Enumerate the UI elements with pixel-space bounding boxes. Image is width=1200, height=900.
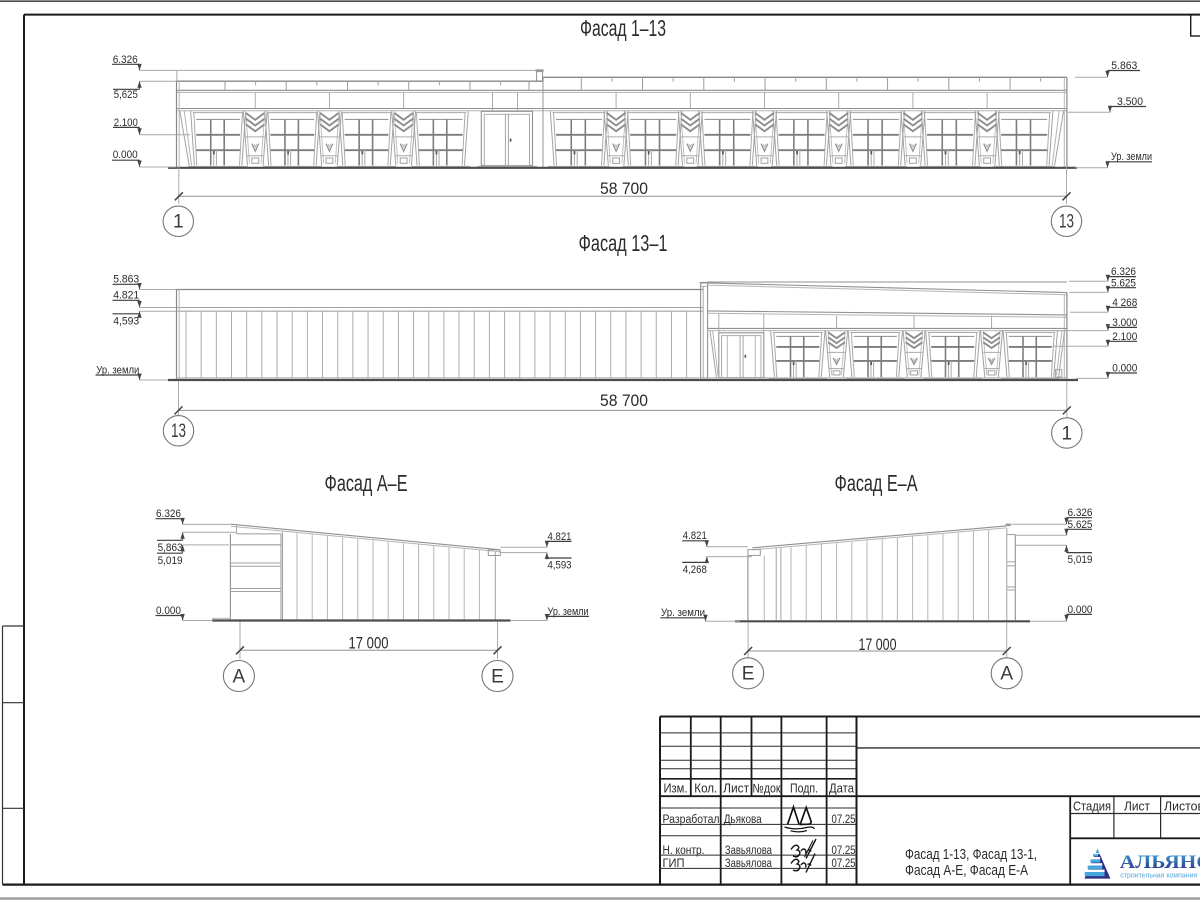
svg-text:Изм.: Изм. xyxy=(664,781,688,795)
svg-text:строительная компания: строительная компания xyxy=(1120,873,1197,880)
svg-text:6.326: 6.326 xyxy=(1111,266,1136,278)
svg-text:Ур. земли: Ур. земли xyxy=(548,606,589,618)
svg-text:07.25: 07.25 xyxy=(832,845,856,857)
svg-text:1: 1 xyxy=(173,212,184,233)
svg-text:0.000: 0.000 xyxy=(1112,363,1137,375)
svg-text:Дьякова: Дьякова xyxy=(724,814,763,826)
svg-text:4,268: 4,268 xyxy=(683,564,707,576)
svg-text:Лист: Лист xyxy=(723,781,749,795)
svg-text:17 000: 17 000 xyxy=(859,635,897,654)
svg-text:Фасад 13–1: Фасад 13–1 xyxy=(579,230,668,256)
svg-text:2.100: 2.100 xyxy=(1112,331,1137,343)
svg-text:2.100: 2.100 xyxy=(114,117,138,129)
svg-text:Дата: Дата xyxy=(829,781,854,795)
svg-text:А: А xyxy=(233,666,246,687)
svg-text:АЛЬЯНС: АЛЬЯНС xyxy=(1120,852,1200,873)
svg-text:58 700: 58 700 xyxy=(600,179,648,198)
svg-text:4,593: 4,593 xyxy=(113,316,139,328)
svg-text:13: 13 xyxy=(171,421,186,442)
svg-text:5,019: 5,019 xyxy=(1068,554,1093,566)
svg-text:Ур. земли: Ур. земли xyxy=(1111,151,1152,163)
svg-text:Е: Е xyxy=(742,664,755,685)
svg-text:4.821: 4.821 xyxy=(683,530,707,542)
svg-text:Е: Е xyxy=(491,666,504,687)
svg-text:07.25: 07.25 xyxy=(832,858,856,870)
svg-text:5,625: 5,625 xyxy=(114,89,138,101)
svg-text:№док: №док xyxy=(753,781,781,795)
svg-text:Листов: Листов xyxy=(1164,800,1200,814)
svg-text:Завьялова: Завьялова xyxy=(725,858,772,870)
svg-text:17 000: 17 000 xyxy=(349,633,389,652)
svg-text:Фасад 1-13, Фасад 13-1,: Фасад 1-13, Фасад 13-1, xyxy=(905,847,1037,863)
svg-text:Фасад Е–А: Фасад Е–А xyxy=(835,470,918,496)
svg-text:ГИП: ГИП xyxy=(663,858,685,870)
svg-text:Лист: Лист xyxy=(1124,800,1150,814)
svg-text:6.326: 6.326 xyxy=(1068,507,1093,519)
svg-text:4.821: 4.821 xyxy=(548,531,572,543)
svg-text:3.500: 3.500 xyxy=(1117,96,1143,108)
svg-text:6.326: 6.326 xyxy=(113,54,138,66)
svg-text:4,593: 4,593 xyxy=(548,560,572,572)
svg-text:5.863: 5.863 xyxy=(1111,60,1137,72)
svg-text:07.25: 07.25 xyxy=(832,814,856,826)
svg-text:Фасад 1–13: Фасад 1–13 xyxy=(580,15,666,41)
svg-text:Ур. земли: Ур. земли xyxy=(96,364,139,376)
svg-text:0.000: 0.000 xyxy=(1068,604,1093,616)
svg-text:Разработал: Разработал xyxy=(663,814,720,826)
svg-text:Стадия: Стадия xyxy=(1073,800,1111,814)
svg-text:Фасад А-Е, Фасад Е-А: Фасад А-Е, Фасад Е-А xyxy=(905,863,1028,879)
svg-text:0.000: 0.000 xyxy=(156,605,181,617)
svg-text:3.000: 3.000 xyxy=(1112,317,1137,329)
svg-text:5,019: 5,019 xyxy=(158,555,183,567)
svg-text:Ур. земли: Ур. земли xyxy=(661,607,705,619)
svg-text:5.863: 5.863 xyxy=(113,274,139,286)
svg-text:13: 13 xyxy=(1059,212,1074,233)
svg-text:Завьялова: Завьялова xyxy=(725,845,772,857)
svg-text:5.625: 5.625 xyxy=(1111,277,1136,289)
svg-text:6.326: 6.326 xyxy=(156,508,181,520)
svg-text:1: 1 xyxy=(1062,423,1073,444)
svg-text:0.000: 0.000 xyxy=(113,149,138,161)
svg-text:5.625: 5.625 xyxy=(1068,519,1093,531)
svg-text:Н. контр.: Н. контр. xyxy=(663,845,705,857)
svg-text:5,863: 5,863 xyxy=(158,542,183,554)
svg-text:А: А xyxy=(1000,664,1013,685)
svg-text:Фасад А–Е: Фасад А–Е xyxy=(325,470,408,496)
svg-text:58 700: 58 700 xyxy=(600,391,648,410)
svg-text:4.821: 4.821 xyxy=(113,290,139,302)
svg-text:Подп.: Подп. xyxy=(790,781,818,795)
svg-text:Кол.: Кол. xyxy=(694,781,717,795)
svg-text:4 268: 4 268 xyxy=(1112,297,1137,309)
